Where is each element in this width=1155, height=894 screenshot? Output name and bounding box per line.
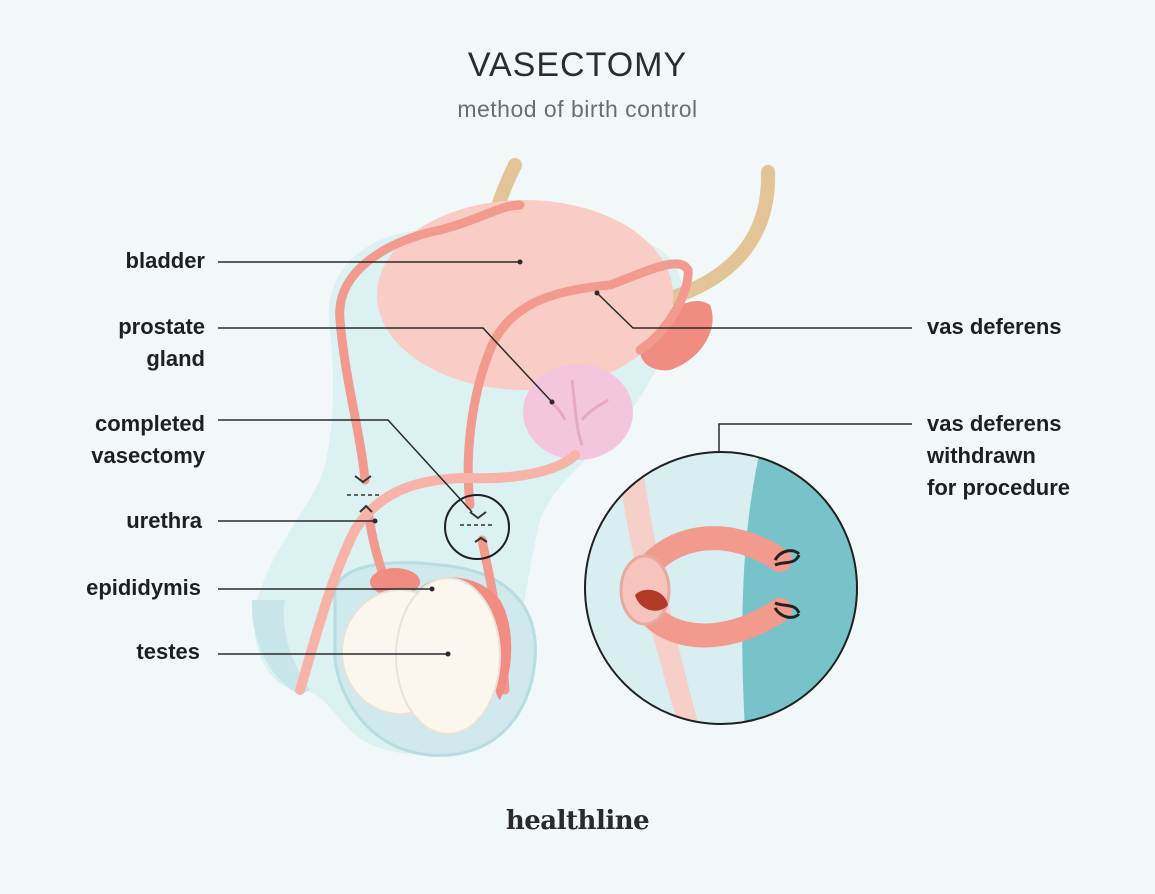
urethra-tube bbox=[295, 450, 580, 695]
prostate-organ bbox=[523, 364, 633, 460]
leader-prostate bbox=[218, 327, 553, 403]
label-vas-deferens: vas deferens bbox=[927, 314, 1062, 339]
label-epididymis: epididymis bbox=[86, 575, 201, 600]
completed-vasectomy-circle bbox=[444, 494, 510, 560]
cut-clip-left-top bbox=[354, 475, 372, 484]
leader-lines bbox=[218, 261, 912, 655]
leg-left-shape bbox=[251, 600, 310, 695]
procedure-inset-border bbox=[584, 451, 858, 725]
label-testes: testes bbox=[136, 639, 200, 664]
leader-vas-withdrawn bbox=[718, 423, 912, 451]
label-vas-deferens-withdrawn: vas deferens withdrawn for procedure bbox=[927, 411, 1071, 500]
vas-deferens-right bbox=[463, 259, 693, 510]
leader-dots bbox=[372, 259, 600, 657]
label-bladder: bladder bbox=[125, 248, 205, 273]
bladder-organ bbox=[377, 200, 673, 390]
leader-completed-vasectomy bbox=[218, 419, 473, 513]
cut-clip-right-bottom bbox=[474, 536, 488, 543]
cut-clip-right-top bbox=[469, 511, 487, 520]
diagram-subtitle: method of birth control bbox=[457, 96, 698, 122]
label-urethra: urethra bbox=[126, 508, 202, 533]
seminal-vesicle bbox=[640, 301, 713, 371]
diagram-title: VASECTOMY bbox=[467, 46, 688, 84]
vas-deferens-left bbox=[335, 200, 525, 485]
brand-logo: healthline bbox=[505, 806, 650, 836]
label-completed-vasectomy: completed vasectomy bbox=[91, 411, 205, 468]
cut-clip-left-bottom bbox=[359, 504, 373, 513]
label-prostate-gland: prostate gland bbox=[118, 314, 205, 371]
leader-vas-deferens bbox=[596, 292, 912, 329]
